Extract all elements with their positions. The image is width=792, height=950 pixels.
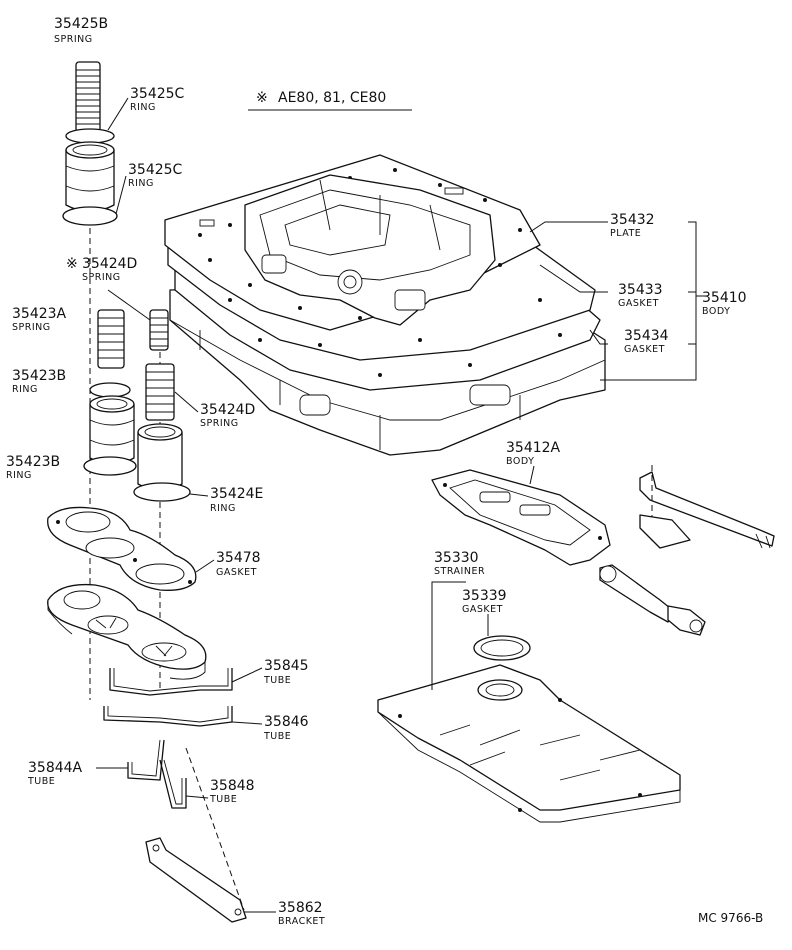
sleeve-left [89,395,135,465]
label-35330-number: 35330 [434,550,479,566]
lever-assembly [639,465,775,549]
label-35330-name: STRAINER [434,566,485,577]
label-35862-name: BRACKET [278,916,325,927]
tube-35848 [159,759,187,809]
spring-35423a [97,309,125,369]
label-35862-number: 35862 [278,900,323,916]
ring-35424e [133,482,191,502]
label-35845-number: 35845 [264,658,309,674]
label-35423a-number: 35423A [12,306,67,322]
strainer-35330 [377,664,681,823]
spring-35424d-large [145,363,175,421]
label-35425c-number-2: 35425C [128,162,183,178]
label-35425c-name-2: RING [128,178,154,189]
cover-plate [47,583,207,680]
label-35424d-number-1: 35424D [82,256,137,272]
label-35433-number: 35433 [618,282,663,298]
label-35425b-number: 35425B [54,16,108,32]
label-35424d-name-1: SPRING [82,272,121,283]
bracket-35862 [145,837,247,923]
label-35423b-name-1: RING [12,384,38,395]
gasket-35478 [47,506,197,591]
spring-35424d-small [149,309,169,351]
valve-body-35410 [164,154,606,456]
callout-labels: 35425B SPRING 35425C RING 35425C RING ※ … [6,16,747,927]
applicability-text: AE80, 81, CE80 [278,90,386,106]
label-35424e-number: 35424E [210,486,263,502]
label-35434-name: GASKET [624,344,665,355]
label-35434-number: 35434 [624,328,669,344]
ring-35425c-upper [65,128,115,144]
label-35424e-name: RING [210,503,236,514]
label-35845-name: TUBE [263,675,291,686]
label-35848-number: 35848 [210,778,255,794]
label-35478-number: 35478 [216,550,261,566]
label-35846-number: 35846 [264,714,309,730]
applicability-mark: ※ [256,90,268,106]
label-35423b-number-1: 35423B [12,368,66,384]
label-35846-name: TUBE [263,731,291,742]
diagram-code: MC 9766-B [698,911,763,925]
sleeve-upper [65,141,115,213]
label-35424d-number-2: 35424D [200,402,255,418]
label-35424d-name-2: SPRING [200,418,239,429]
sleeve-right [137,423,183,491]
label-35432-number: 35432 [610,212,655,228]
label-35844a-number: 35844A [28,760,83,776]
ring-35423b-lower [83,456,137,476]
spring-35425b [75,61,101,133]
tube-35846 [103,706,233,727]
label-35844a-name: TUBE [27,776,55,787]
label-35339-name: GASKET [462,604,503,615]
label-35410-name: BODY [702,306,730,317]
tube-35845 [109,668,233,696]
label-35423a-name: SPRING [12,322,51,333]
label-35412a-name: BODY [506,456,534,467]
label-35425c-name-1: RING [130,102,156,113]
body-35412a [431,469,706,636]
label-35424d-mark-1: ※ [66,256,78,272]
label-35425b-name: SPRING [54,34,93,45]
ring-35423b-upper [89,382,131,398]
leader-lines [96,97,706,913]
label-35410-number: 35410 [702,290,747,306]
label-35848-name: TUBE [209,794,237,805]
label-35423b-name-2: RING [6,470,32,481]
tube-35844a [127,739,165,781]
label-35339-number: 35339 [462,588,507,604]
label-35412a-number: 35412A [506,440,561,456]
ring-35425c-lower [62,206,118,226]
applicability-note: ※ AE80, 81, CE80 [248,90,412,111]
label-35423b-number-2: 35423B [6,454,60,470]
label-35432-name: PLATE [610,228,641,239]
label-35433-name: GASKET [618,298,659,309]
label-35425c-number-1: 35425C [130,86,185,102]
label-35478-name: GASKET [216,567,257,578]
